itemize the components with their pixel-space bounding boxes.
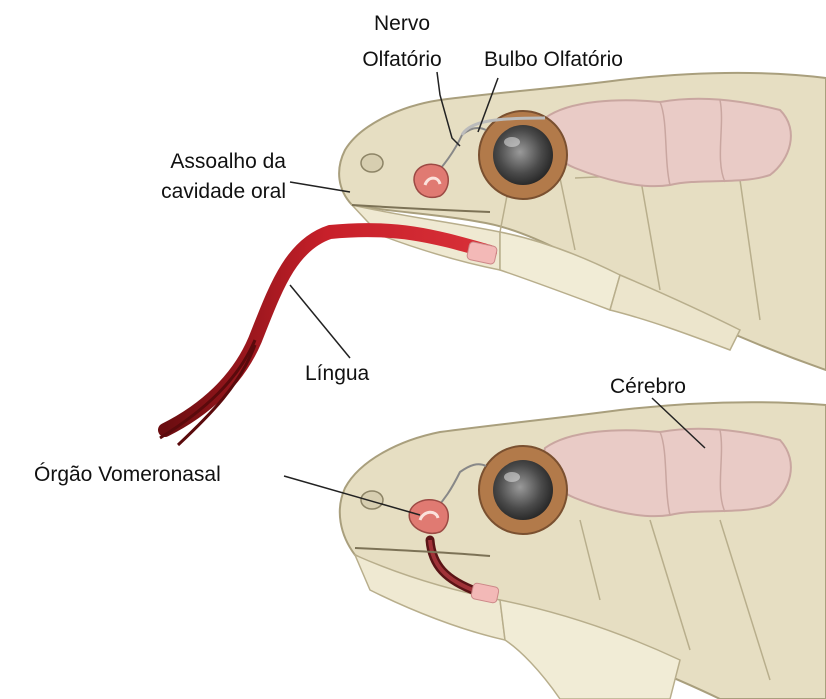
label-nervo-olfatorio: Nervo Olfatório — [352, 12, 452, 72]
label-nervo-olfatorio-line2: Olfatório — [352, 48, 452, 72]
label-orgao-vomeronasal: Órgão Vomeronasal — [34, 463, 221, 487]
label-cerebro: Cérebro — [610, 375, 686, 399]
label-nervo-olfatorio-line1: Nervo — [352, 12, 452, 36]
top-vomeronasal-organ — [414, 164, 448, 197]
label-bulbo-olfatorio: Bulbo Olfatório — [484, 48, 623, 72]
label-assoalho-line2: cavidade oral — [100, 180, 286, 204]
label-assoalho: Assoalho da cavidade oral — [100, 150, 286, 204]
leader-lingua — [290, 285, 350, 358]
label-assoalho-line1: Assoalho da — [100, 150, 286, 174]
bottom-snake-head — [340, 402, 826, 699]
label-lingua: Língua — [305, 362, 369, 386]
top-snake-head — [160, 73, 826, 445]
